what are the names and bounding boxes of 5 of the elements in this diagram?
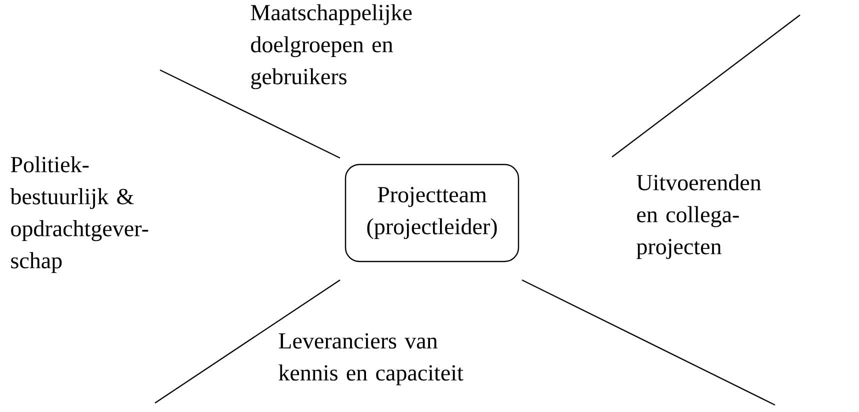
sector-label: Leveranciers van kennis en capaciteit <box>278 333 464 386</box>
sector-label: Maatschappelijke doelgroepen en gebruikers <box>250 4 412 90</box>
sector-label: Politiek- bestuurlijk & opdrachtgever- schap <box>10 156 148 274</box>
rounded-box: Projectteam (projectleider) <box>344 164 520 262</box>
sector-label: Uitvoerenden en collega- projecten <box>636 174 762 260</box>
